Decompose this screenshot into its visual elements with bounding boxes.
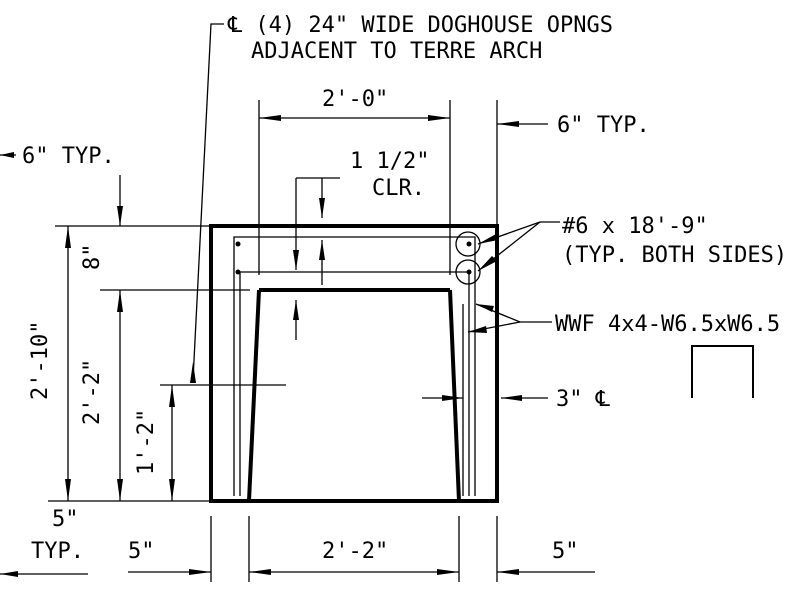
dim-bottom-left-wall: 5" bbox=[128, 539, 155, 564]
doghouse-note-line2: ADJACENT TO TERRE ARCH bbox=[251, 39, 542, 64]
rebar-note-line1: #6 x 18'-9" bbox=[562, 214, 708, 239]
arrow bbox=[65, 479, 71, 501]
arrow bbox=[319, 198, 325, 218]
arrow bbox=[117, 479, 123, 501]
arrow bbox=[0, 152, 14, 158]
dim-left-top: 6" TYP. bbox=[0, 144, 115, 169]
dim-right-wall: 6" TYP. bbox=[496, 100, 650, 230]
dim-top-slab-label: 8" bbox=[80, 244, 105, 271]
arrow bbox=[437, 569, 459, 575]
arrow bbox=[293, 250, 299, 270]
arrow bbox=[478, 256, 497, 271]
rebar-callout-circle bbox=[455, 231, 481, 257]
arrow bbox=[428, 115, 450, 121]
inner-wall-left bbox=[247, 289, 261, 502]
doghouse-note: ℄ (4) 24" WIDE DOGHOUSE OPNGS ADJACENT T… bbox=[160, 13, 613, 386]
arrow bbox=[169, 385, 175, 407]
box-outer-outline bbox=[209, 224, 499, 503]
dim-overall-height-label: 2'-10" bbox=[28, 321, 53, 400]
rebar-dot bbox=[235, 241, 241, 247]
arrow bbox=[0, 571, 18, 577]
arrow bbox=[189, 569, 211, 575]
dim-left-top-label: 6" TYP. bbox=[22, 144, 115, 169]
dim-right-wall-label: 6" TYP. bbox=[557, 113, 650, 138]
arrow bbox=[259, 115, 281, 121]
arrow bbox=[501, 395, 522, 401]
arrow bbox=[476, 304, 494, 312]
dim-bottom-typ: TYP. bbox=[31, 539, 84, 564]
dim-inner-height-label: 2'-2" bbox=[80, 359, 105, 425]
rebar-dot bbox=[235, 269, 241, 275]
dim-opening-height-label: 1'-2" bbox=[134, 409, 159, 475]
inner-wall-right bbox=[448, 289, 461, 502]
wwf-shape-symbol bbox=[691, 345, 754, 398]
arrow bbox=[65, 226, 71, 248]
rebar-dot bbox=[466, 269, 472, 275]
arrow bbox=[497, 569, 519, 575]
rebar-dot bbox=[466, 241, 472, 247]
doghouse-leader-arrow bbox=[190, 362, 196, 383]
arrow bbox=[117, 206, 123, 226]
inner-rebar bbox=[239, 271, 470, 496]
arrow bbox=[249, 569, 271, 575]
dim-clear-cover: 1 1/2" CLR. bbox=[293, 149, 429, 340]
rebar-callout-circle bbox=[455, 259, 481, 285]
dim-top-width: 2'-0" bbox=[258, 87, 451, 275]
doghouse-note-line1: ℄ (4) 24" WIDE DOGHOUSE OPNGS bbox=[227, 13, 613, 38]
arrow bbox=[497, 121, 519, 127]
arrow bbox=[478, 234, 498, 244]
dim-bottom-inner-width: 2'-2" bbox=[322, 539, 388, 564]
dim-bottom-right-wall: 5" bbox=[552, 539, 579, 564]
dim-left-stack: 8" 2'-10" 2'-2" 1'-2" bbox=[28, 175, 250, 502]
arrow bbox=[442, 395, 463, 401]
doghouse-leader bbox=[192, 23, 224, 381]
wwf-note-text: WWF 4x4-W6.5xW6.5 bbox=[555, 312, 780, 337]
dim-bottom: 5" TYP. 5" 2'-2" 5" bbox=[0, 507, 595, 582]
centerline-3in: 3" ℄ bbox=[422, 387, 611, 412]
arrow bbox=[169, 479, 175, 501]
clear-cover-line1: 1 1/2" bbox=[350, 149, 429, 174]
centerline-3in-label: 3" ℄ bbox=[556, 387, 611, 412]
rebar-note: #6 x 18'-9" (TYP. BOTH SIDES) bbox=[477, 214, 787, 272]
arrow bbox=[319, 240, 325, 260]
arrow bbox=[117, 290, 123, 312]
dim-bottom-5-top: 5" bbox=[52, 507, 79, 532]
rebar-note-line2: (TYP. BOTH SIDES) bbox=[562, 243, 787, 268]
clear-cover-line2: CLR. bbox=[372, 176, 425, 201]
dim-top-width-label: 2'-0" bbox=[322, 87, 388, 112]
arrow bbox=[293, 300, 299, 320]
arrow bbox=[468, 326, 487, 333]
wwf-note: WWF 4x4-W6.5xW6.5 bbox=[467, 303, 780, 337]
outer-rebar bbox=[233, 236, 476, 496]
box-section bbox=[209, 224, 499, 503]
reinforcement bbox=[233, 231, 481, 496]
